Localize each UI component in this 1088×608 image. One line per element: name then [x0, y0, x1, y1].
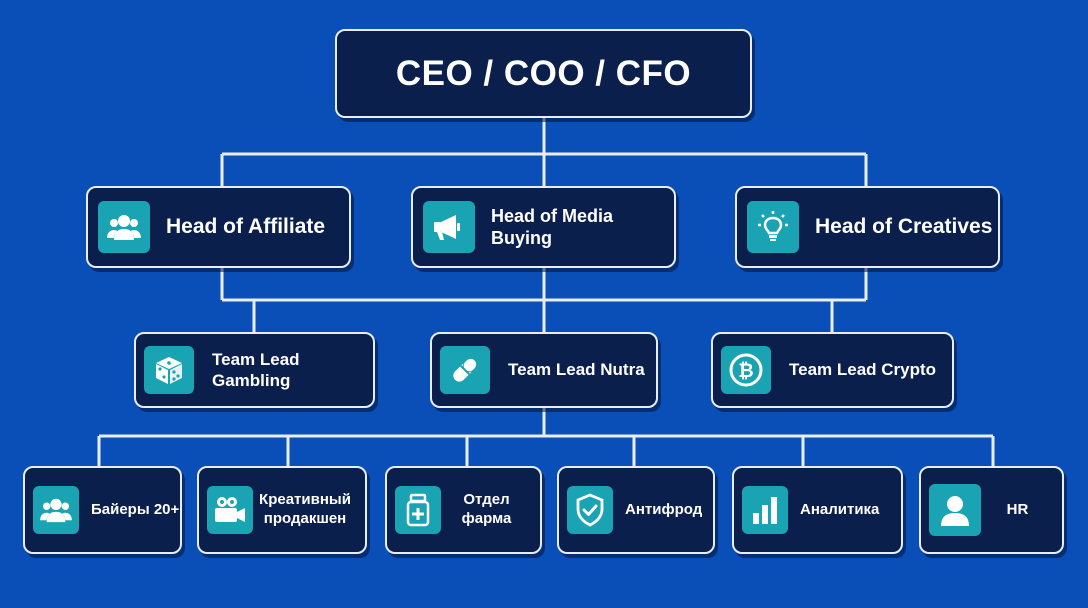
node-label: Head of Media Buying	[491, 205, 614, 249]
video-camera-icon	[207, 486, 253, 534]
node-label: Отдел фарма	[441, 491, 532, 529]
ceo-coo-cfo-node: CEO / COO / CFO	[335, 29, 752, 118]
pharma-department-node: Отдел фарма	[385, 466, 542, 554]
team-lead-gambling-node: Team Lead Gambling	[134, 332, 375, 408]
pill-icon	[440, 346, 490, 394]
node-label: Team Lead Gambling	[212, 349, 300, 390]
head-of-affiliate-node: Head of Affiliate	[86, 186, 351, 268]
node-label: Team Lead Crypto	[789, 360, 937, 380]
node-label-line-1: Креативный	[259, 491, 351, 509]
medicine-bottle-icon	[395, 486, 441, 534]
team-lead-crypto-node: ₿ Team Lead Crypto	[711, 332, 954, 408]
node-label-line-1: Отдел	[463, 491, 510, 509]
dice-icon	[144, 346, 194, 394]
node-label: Head of Creatives	[815, 214, 993, 238]
shield-check-icon	[567, 486, 613, 534]
node-label: Team Lead Nutra	[508, 360, 645, 380]
users-icon	[33, 486, 79, 534]
antifraud-department-node: Антифрод	[557, 466, 715, 554]
node-label: Байеры 20+	[91, 500, 180, 518]
node-label-line-2: продакшен	[263, 510, 347, 527]
hr-department-node: HR	[919, 466, 1064, 554]
connector-heads-to-leads	[220, 266, 868, 334]
creative-production-node: Креативный продакшен	[197, 466, 367, 554]
megaphone-icon	[423, 201, 475, 253]
analytics-department-node: Аналитика	[732, 466, 903, 554]
user-icon	[929, 484, 981, 536]
connector-top-to-heads	[220, 118, 868, 188]
team-lead-nutra-node: Team Lead Nutra	[430, 332, 658, 408]
node-label: CEO / COO / CFO	[395, 53, 692, 93]
connector-leads-to-departments	[97, 406, 995, 468]
node-label-line-2: фарма	[461, 510, 512, 527]
lightbulb-icon	[747, 201, 799, 253]
node-label: Креативный продакшен	[253, 491, 357, 529]
node-label: HR	[1006, 500, 1029, 518]
node-label: Head of Affiliate	[166, 214, 326, 238]
node-label: Антифрод	[625, 500, 703, 518]
bitcoin-icon: ₿	[721, 346, 771, 394]
users-icon	[98, 201, 150, 253]
head-of-creatives-node: Head of Creatives	[735, 186, 1000, 268]
head-of-media-buying-node: Head of Media Buying	[411, 186, 676, 268]
bar-chart-icon	[742, 486, 788, 534]
svg-text:₿: ₿	[738, 360, 753, 382]
buyers-department-node: Байеры 20+	[23, 466, 182, 554]
node-label: Аналитика	[800, 500, 880, 518]
